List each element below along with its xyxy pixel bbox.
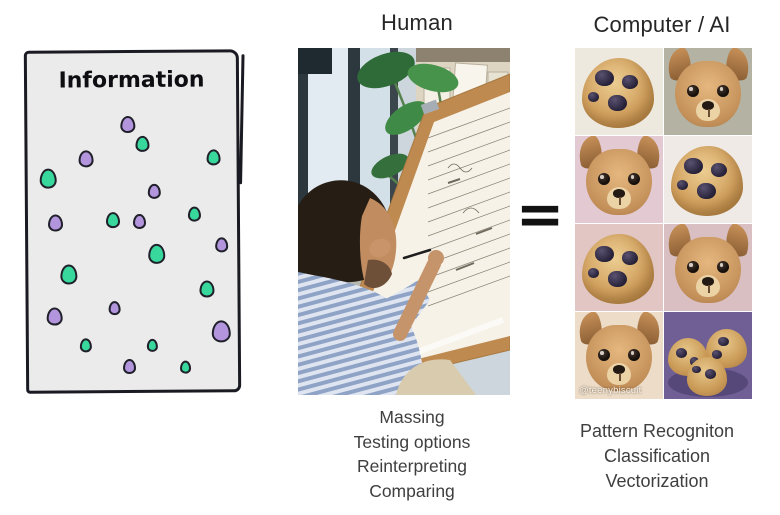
data-dots: [27, 52, 236, 374]
grid-cell-dog: [664, 224, 752, 311]
sketch-stroke: [239, 54, 245, 185]
human-title: Human: [381, 10, 453, 35]
grid-cell-muffin: [575, 224, 663, 311]
human-caption-line: Testing options: [353, 431, 471, 452]
data-dot-purple: [122, 358, 136, 374]
human-caption: Massing Testing options Reinterpreting C…: [297, 405, 527, 503]
human-photo: [298, 48, 510, 395]
data-dot-purple: [46, 307, 63, 326]
data-dot-green: [79, 338, 92, 353]
ai-title: Computer / AI: [593, 12, 731, 37]
equals-sign: =: [515, 180, 565, 248]
pen-illustration: [402, 248, 432, 260]
ai-image-grid: @teenybiscuit: [575, 48, 752, 400]
data-dot-purple: [108, 301, 121, 316]
human-caption-line: Massing: [379, 407, 445, 427]
ai-caption-line: Pattern Recogniton: [579, 421, 735, 441]
grid-cell-dog: @teenybiscuit: [575, 312, 663, 399]
data-dot-green: [187, 206, 201, 222]
data-dot-green: [206, 149, 221, 166]
human-photo-illustration: [298, 48, 510, 395]
ai-caption-line: Vectorization: [605, 471, 709, 491]
data-dot-green: [39, 168, 57, 189]
chihuahua-illustration: [575, 312, 663, 399]
chihuahua-illustration: [664, 48, 752, 135]
data-dot-green: [146, 338, 158, 352]
data-dot-green: [105, 212, 121, 229]
data-dot-purple: [119, 115, 135, 133]
data-dot-green: [147, 243, 165, 264]
data-dot-purple: [132, 213, 146, 229]
grid-cell-muffin_plate: [664, 312, 752, 399]
muffin-plate-illustration: [664, 312, 752, 399]
chihuahua-illustration: [664, 224, 752, 311]
data-dot-green: [198, 279, 215, 298]
person-illustration: [298, 180, 476, 395]
human-caption-line: Reinterpreting: [357, 456, 467, 476]
data-dot-purple: [47, 213, 63, 232]
muffin-illustration: [671, 146, 744, 217]
data-dot-purple: [147, 183, 161, 199]
muffin-illustration: [582, 234, 655, 305]
watermark: @teenybiscuit: [579, 385, 642, 396]
data-dot-green: [179, 360, 191, 374]
data-dot-purple: [77, 149, 94, 167]
information-sketch: Information: [23, 49, 245, 394]
data-dot-purple: [211, 320, 231, 343]
grid-cell-dog: [664, 48, 752, 135]
grid-cell-dog: [575, 136, 663, 223]
data-dot-purple: [214, 236, 228, 252]
grid-cell-muffin: [575, 48, 663, 135]
muffin-illustration: [582, 58, 655, 129]
human-caption-line: Comparing: [369, 480, 455, 501]
information-title: Information: [58, 67, 205, 94]
ai-caption-line: Classification: [603, 446, 711, 466]
data-dot-green: [135, 135, 150, 152]
ai-caption: Pattern Recogniton Classification Vector…: [547, 419, 767, 494]
data-dot-green: [59, 264, 77, 285]
grid-cell-muffin: [664, 136, 752, 223]
chihuahua-illustration: [575, 136, 663, 223]
